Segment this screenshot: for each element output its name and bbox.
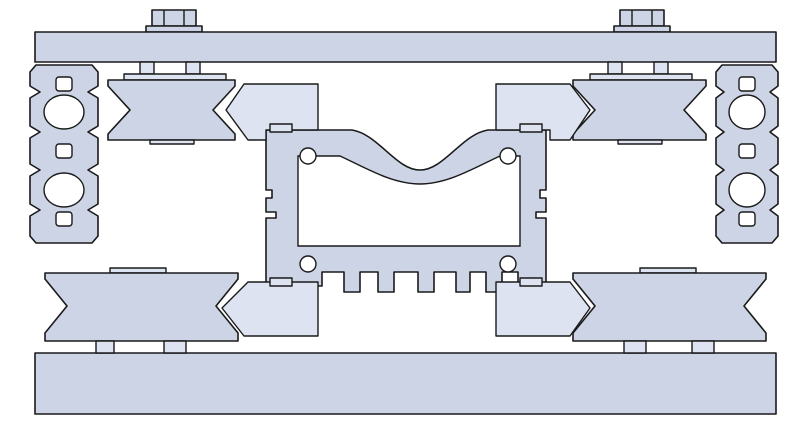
- bottom-rail: [34, 352, 777, 415]
- v-groove-wheel-bottom-right: [572, 267, 767, 354]
- wheel-bracket-top-left: [225, 83, 319, 141]
- wheel-bracket-bottom-left: [221, 277, 319, 337]
- v-groove-wheel-top-left: [107, 61, 236, 145]
- bolt-top-left: [145, 9, 203, 33]
- center-carriage-plate: [265, 129, 547, 293]
- wheel-bracket-bottom-right: [495, 277, 591, 337]
- bolt-top-right: [613, 9, 671, 33]
- top-rail: [34, 31, 777, 63]
- wheel-bracket-top-right: [495, 83, 591, 141]
- extrusion-profile-left: [29, 64, 99, 244]
- v-groove-wheel-top-right: [572, 61, 707, 145]
- v-groove-wheel-bottom-left: [44, 267, 239, 354]
- extrusion-profile-right: [715, 64, 779, 244]
